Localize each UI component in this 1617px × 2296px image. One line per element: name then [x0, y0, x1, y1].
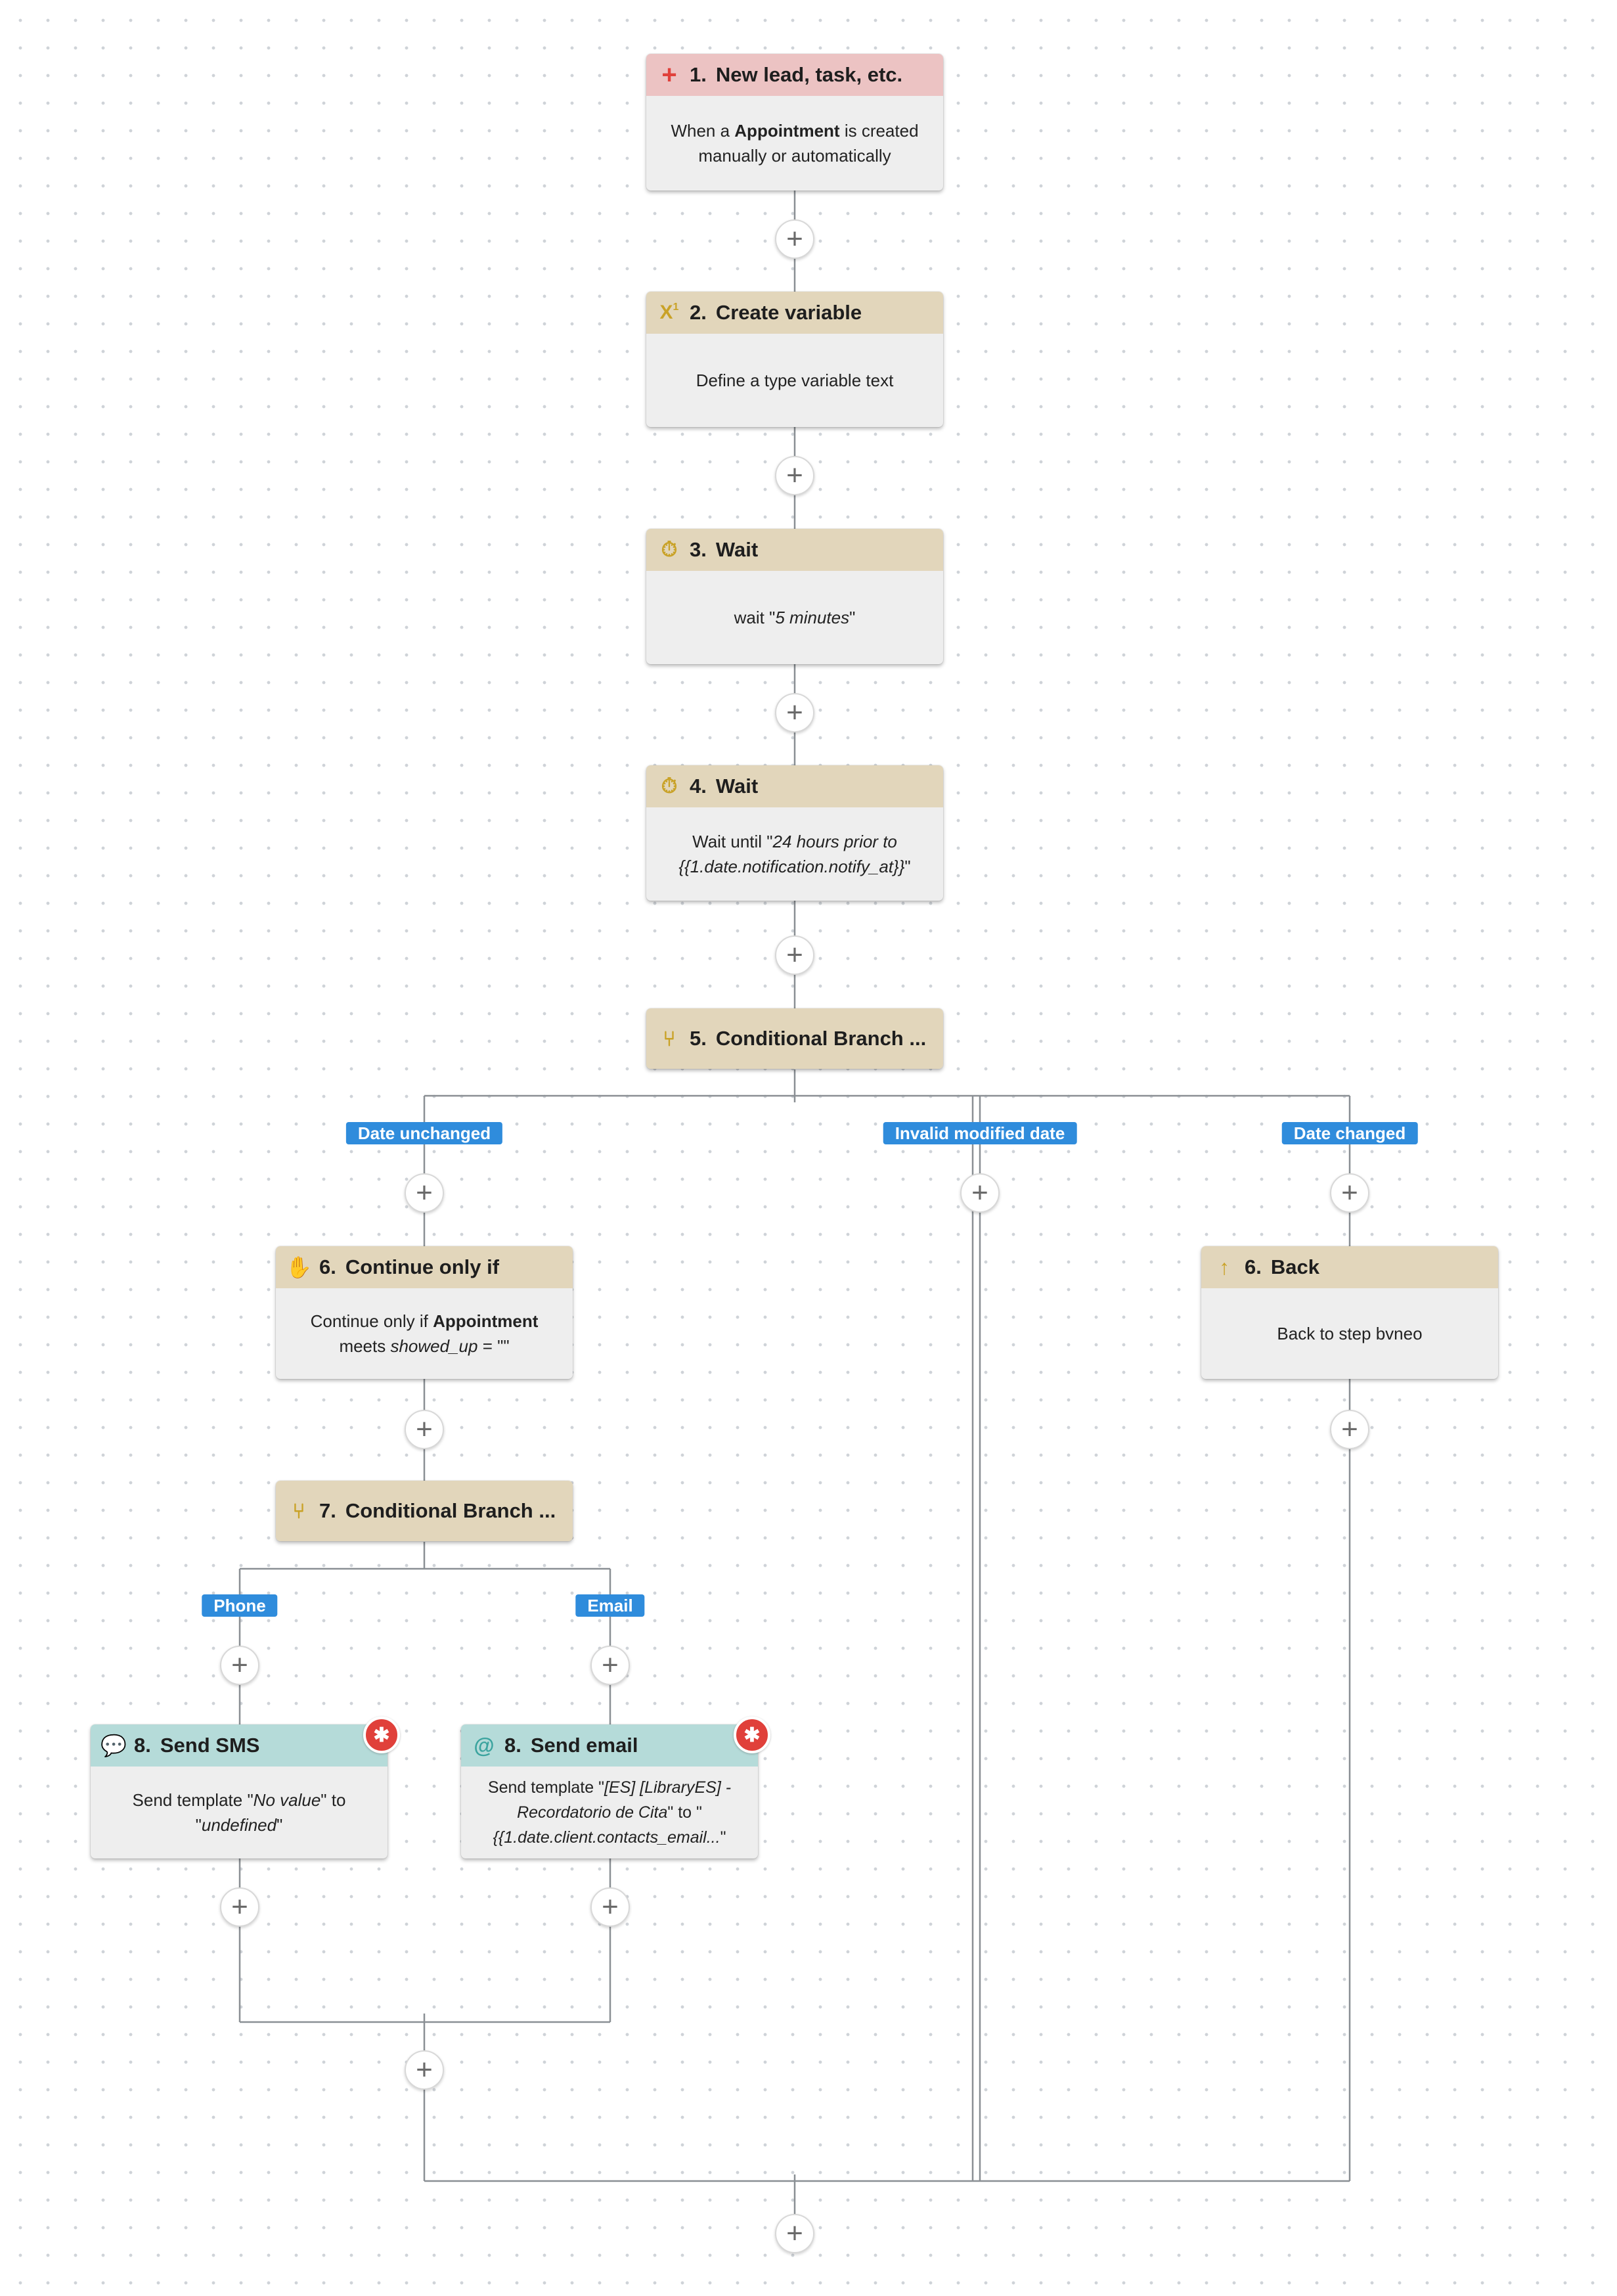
branch-label-phone[interactable]: Phone [202, 1594, 278, 1617]
step-5-conditional-branch-card[interactable]: ⑂ 5. Conditional Branch ... [646, 1008, 943, 1069]
step-number: 2. [690, 301, 707, 324]
step-5-header: ⑂ 5. Conditional Branch ... [646, 1008, 943, 1069]
branch-label-email[interactable]: Email [575, 1594, 645, 1617]
step-6-back-header: ↑ 6. Back [1201, 1246, 1498, 1288]
error-bug-icon[interactable]: ✱ [363, 1717, 400, 1753]
step-description: Define a type variable text [696, 371, 894, 390]
add-step-button[interactable]: + [775, 219, 814, 259]
step-description: When a Appointment is created manually o… [671, 121, 919, 166]
add-step-button[interactable]: + [405, 1173, 444, 1213]
add-step-button[interactable]: + [405, 2050, 444, 2090]
step-number: 7. [319, 1499, 336, 1522]
add-step-button[interactable]: + [775, 693, 814, 732]
add-step-button[interactable]: + [220, 1646, 259, 1685]
step-8-send-email-card[interactable]: @ 8. Send email Send template "[ES] [Lib… [461, 1717, 770, 1858]
step-number: 8. [504, 1734, 521, 1757]
step-6-back-card[interactable]: ↑ 6. Back Back to step bvneo [1201, 1246, 1498, 1379]
step-number: 3. [690, 538, 707, 561]
branch-label-invalid-modified-date[interactable]: Invalid modified date [883, 1122, 1077, 1144]
add-step-button[interactable]: + [1330, 1410, 1369, 1449]
add-step-button[interactable]: + [960, 1173, 1000, 1213]
step-title: Wait [715, 775, 759, 798]
step-number: 8. [134, 1734, 151, 1757]
step-description: wait "5 minutes" [734, 608, 856, 627]
step-6-header: ✋ 6. Continue only if [276, 1246, 573, 1288]
step-number: 4. [690, 775, 707, 798]
at-icon: @ [474, 1733, 495, 1757]
stopwatch-icon: ⏱ [661, 537, 678, 561]
step-4-wait-card[interactable]: ⏱ 4. Wait Wait until "24 hours prior to … [646, 765, 943, 901]
add-step-button[interactable]: + [405, 1410, 444, 1449]
arrow-up-icon: ↑ [1219, 1255, 1229, 1279]
step-description: Back to step bvneo [1277, 1324, 1423, 1343]
step-title: Wait [715, 538, 759, 561]
add-step-button[interactable]: + [1330, 1173, 1369, 1213]
step-title: Send SMS [160, 1734, 260, 1757]
step-8-email-header: @ 8. Send email [461, 1724, 758, 1767]
step-number: 1. [690, 63, 707, 86]
step-3-header: ⏱ 3. Wait [646, 529, 943, 571]
step-1-header: + 1. New lead, task, etc. [646, 54, 943, 96]
step-title: Conditional Branch ... [715, 1027, 927, 1050]
step-description: Send template "[ES] [LibraryES] - Record… [487, 1778, 732, 1847]
step-number: 6. [319, 1255, 336, 1278]
step-8-send-sms-card[interactable]: 💬 8. Send SMS Send template "No value" t… [91, 1717, 400, 1858]
stopwatch-icon: ⏱ [661, 774, 678, 798]
step-description: Wait until "24 hours prior to {{1.date.n… [678, 832, 911, 876]
step-4-header: ⏱ 4. Wait [646, 765, 943, 807]
step-3-wait-card[interactable]: ⏱ 3. Wait wait "5 minutes" [646, 529, 943, 664]
add-step-button[interactable]: + [590, 1887, 630, 1927]
step-title: Back [1270, 1255, 1319, 1278]
step-7-header: ⑂ 7. Conditional Branch ... [276, 1481, 573, 1541]
plus-icon: + [661, 60, 677, 89]
step-title: Send email [530, 1734, 638, 1757]
add-step-button[interactable]: + [220, 1887, 259, 1927]
step-number: 6. [1245, 1255, 1262, 1278]
step-number: 5. [690, 1027, 707, 1050]
branch-icon: ⑂ [292, 1498, 305, 1523]
step-6-continue-only-if-card[interactable]: ✋ 6. Continue only if Continue only if A… [276, 1246, 573, 1379]
add-step-button[interactable]: + [590, 1646, 630, 1685]
add-step-button[interactable]: + [775, 456, 814, 495]
step-8-sms-header: 💬 8. Send SMS [91, 1724, 388, 1767]
branch-icon: ⑂ [663, 1026, 676, 1050]
step-title: Conditional Branch ... [345, 1499, 556, 1522]
branch-label-date-unchanged[interactable]: Date unchanged [345, 1122, 503, 1144]
step-title: Continue only if [345, 1255, 500, 1278]
hand-icon: ✋ [286, 1255, 312, 1279]
step-description: Send template "No value" to "undefined" [132, 1790, 346, 1835]
add-step-button[interactable]: + [775, 2214, 814, 2253]
step-title: Create variable [715, 301, 862, 324]
step-1-trigger-card[interactable]: + 1. New lead, task, etc. When a Appoint… [646, 54, 943, 191]
step-title: New lead, task, etc. [715, 63, 903, 86]
step-7-conditional-branch-card[interactable]: ⑂ 7. Conditional Branch ... [276, 1481, 573, 1541]
step-description: Continue only if Appointment meets showe… [310, 1311, 539, 1356]
chat-icon: 💬 [100, 1734, 127, 1757]
add-step-button[interactable]: + [775, 935, 814, 975]
branch-label-date-changed[interactable]: Date changed [1281, 1122, 1418, 1144]
error-bug-icon[interactable]: ✱ [734, 1717, 770, 1753]
